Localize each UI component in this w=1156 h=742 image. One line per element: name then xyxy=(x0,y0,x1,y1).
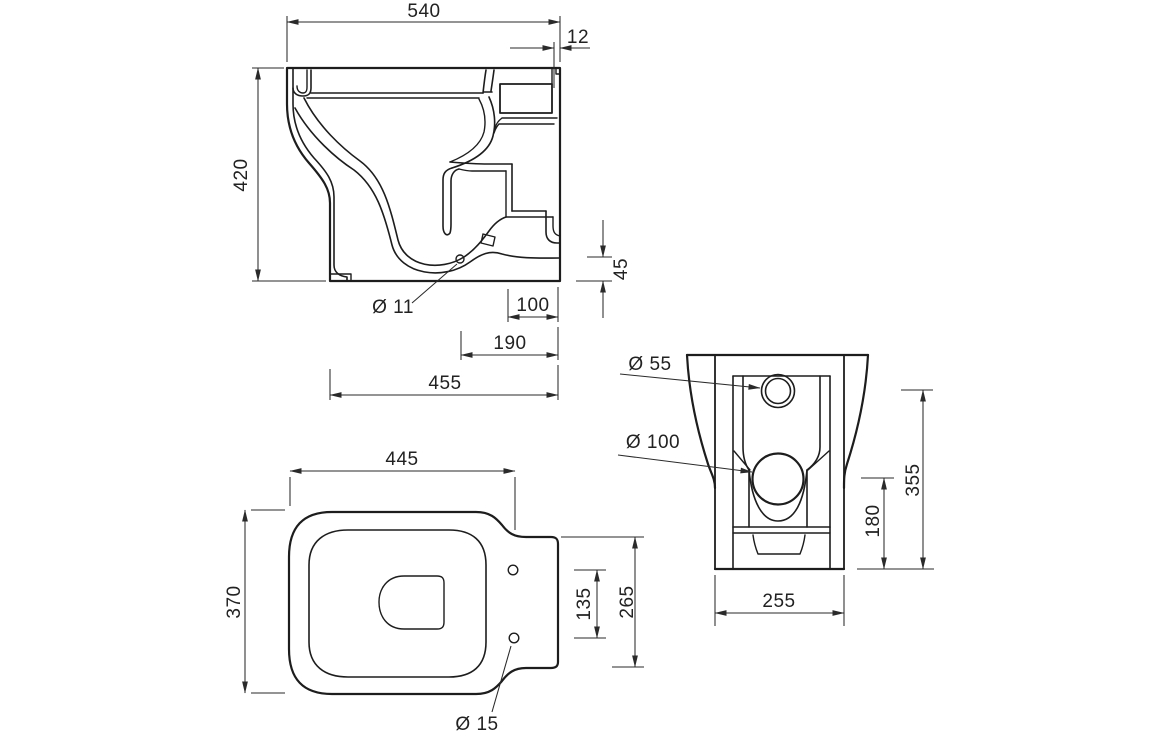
label-fixing-hole-dia: Ø 15 xyxy=(455,714,498,735)
label-outlet-dia: Ø 100 xyxy=(626,432,680,453)
side-inlet-box xyxy=(499,83,553,114)
side-front-wall-inner xyxy=(292,67,348,282)
dim-135-extensions xyxy=(574,569,606,639)
side-inlet-channel xyxy=(493,117,558,134)
dim-420-extensions xyxy=(252,67,326,282)
label-inlet-dia: Ø 55 xyxy=(628,354,671,375)
side-bowl-back-inner xyxy=(449,98,486,163)
dim-plan-fixing-hole-spacing: 135 xyxy=(574,587,595,620)
dim-255-extensions xyxy=(714,575,845,626)
dim-370-extensions xyxy=(251,509,285,694)
rear-base-pedestal xyxy=(752,534,806,555)
rear-bowl-back-left xyxy=(742,375,750,528)
dim-rear-inlet-centre-height: 355 xyxy=(903,463,924,496)
dim-side-outlet-floor-height: 45 xyxy=(611,258,632,280)
rear-bowl-back-right xyxy=(806,375,821,528)
rear-outlet-circle xyxy=(751,452,805,506)
side-trap-ledge1-top xyxy=(449,161,513,165)
rear-view-dimensions: Ø 55 Ø 100 355 180 255 xyxy=(617,354,934,626)
rear-bowl-lower-arc xyxy=(748,469,808,522)
plan-view-outline xyxy=(287,510,560,696)
leader-outlet-dia xyxy=(617,454,753,474)
dim-rear-base-width: 255 xyxy=(762,591,795,612)
side-foot xyxy=(329,273,352,282)
plan-outer-profile xyxy=(287,510,560,696)
leader-fixing-hole xyxy=(491,645,512,713)
side-bowl-back-outer xyxy=(451,96,496,169)
dim-side-overall-width: 540 xyxy=(407,1,440,22)
leader-flush-hole xyxy=(411,263,458,304)
rear-right-flare xyxy=(842,353,870,490)
plan-fixing-hole-bottom xyxy=(508,632,520,644)
rear-shoulder-fin-left xyxy=(733,450,751,471)
side-flush-funnel xyxy=(482,69,495,94)
label-flush-hole-dia: Ø 11 xyxy=(372,297,414,318)
side-section-view: 540 12 420 45 Ø 11 100 190 455 xyxy=(231,1,632,400)
rear-shoulder-fin-right xyxy=(807,450,830,471)
plan-view: 445 370 135 265 Ø 15 xyxy=(224,449,644,735)
plan-view-dimensions: 445 370 135 265 Ø 15 xyxy=(224,449,644,735)
side-flush-hole xyxy=(455,254,465,264)
side-trap-ledge1-bottom xyxy=(458,168,507,172)
dim-plan-plate-depth: 265 xyxy=(617,585,638,618)
side-view-outline xyxy=(285,66,562,283)
leader-inlet-dia xyxy=(619,373,761,390)
side-bowl-wall-outer xyxy=(294,107,561,274)
dim-265-extensions xyxy=(561,536,644,668)
side-view-dimensions: 540 12 420 45 Ø 11 100 190 455 xyxy=(231,1,632,400)
dim-side-hole-to-back: 190 xyxy=(493,333,526,354)
plan-fixing-hole-top xyxy=(507,564,519,576)
side-sump-nub xyxy=(480,233,496,247)
rear-view-outline xyxy=(685,353,870,571)
side-outlet-top xyxy=(545,210,561,244)
dim-side-foot-to-back: 455 xyxy=(428,373,461,394)
dim-rear-outlet-centre-height: 180 xyxy=(863,504,884,537)
plan-water-spot xyxy=(378,575,445,630)
rear-inlet-hole-circle xyxy=(764,377,792,405)
dim-plan-seat-depth: 370 xyxy=(224,585,245,618)
side-outlet-inner xyxy=(552,216,561,237)
dim-540-extensions xyxy=(286,16,561,62)
side-rim-channel-inner xyxy=(296,69,308,94)
dim-side-outlet-to-back: 100 xyxy=(516,295,549,316)
side-outer-profile xyxy=(285,66,562,283)
dim-plan-seat-width: 445 xyxy=(385,449,418,470)
plan-seat-inner-ring xyxy=(308,529,487,678)
dim-445-extensions xyxy=(289,477,516,530)
rear-view: Ø 55 Ø 100 355 180 255 xyxy=(617,353,934,626)
side-trap-weir xyxy=(442,167,460,236)
dim-side-rim-back-offset: 12 xyxy=(567,27,589,48)
side-rim-channel-outer xyxy=(292,69,312,97)
rear-inlet-boss-circle xyxy=(760,373,796,409)
dim-side-overall-height: 420 xyxy=(231,158,252,191)
rear-left-flare xyxy=(685,353,717,490)
side-bowl-surface xyxy=(303,97,507,267)
side-inlet-back-wall xyxy=(551,67,561,85)
dim-45-extensions xyxy=(576,256,612,282)
